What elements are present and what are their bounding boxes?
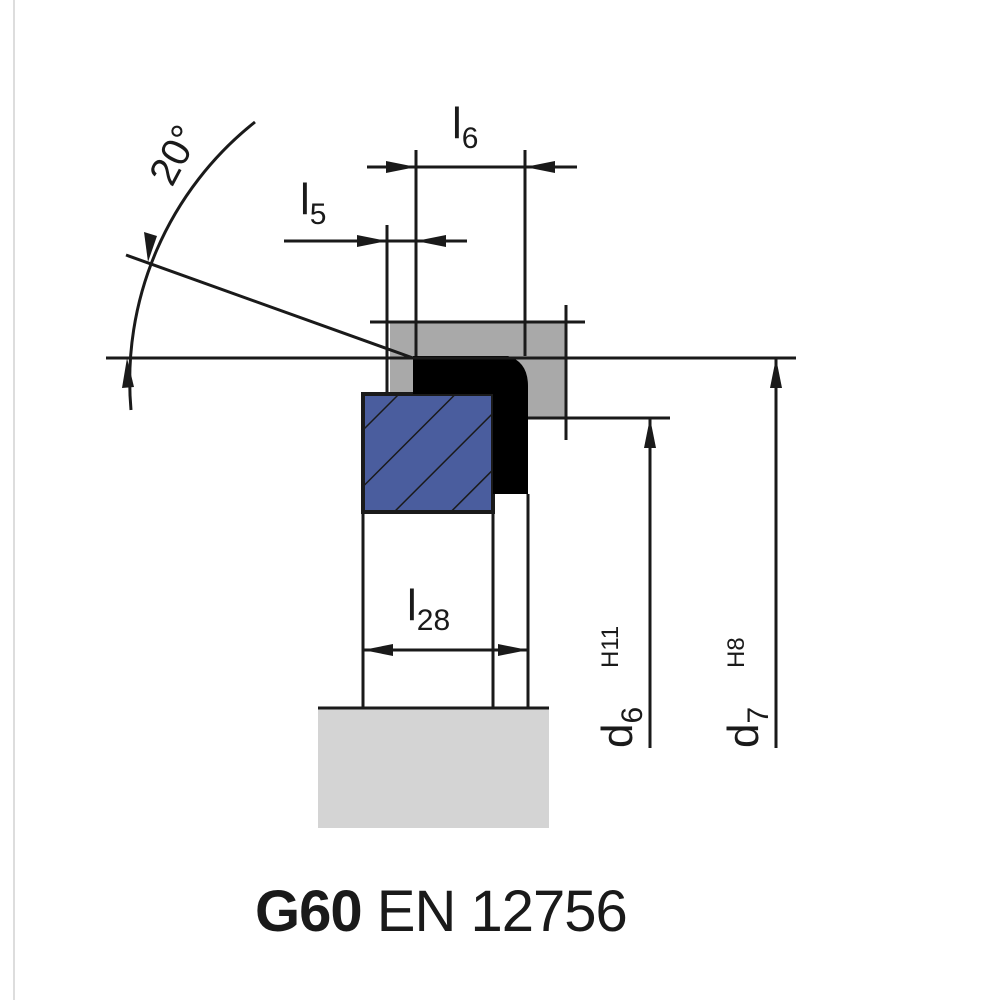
seal-ring-hatch (363, 394, 493, 512)
label-l5: l5 (300, 175, 326, 231)
standard-name: EN 12756 (376, 879, 628, 944)
arrowheads (122, 161, 782, 656)
label-l28: l28 (407, 581, 450, 637)
d6-arrow-up (644, 418, 656, 448)
l28-arrow-right (498, 644, 528, 656)
label-d7: d7 H8 (719, 637, 775, 748)
svg-text:d7: d7 (719, 707, 775, 748)
l28-arrow-left (363, 644, 393, 656)
shaft-block (318, 708, 549, 828)
l6-arrow-left (386, 161, 416, 173)
label-l6: l6 (452, 99, 478, 155)
seal-lip (413, 356, 528, 494)
model-name: G60 (255, 879, 363, 944)
drawing-caption: G60 EN 12756 (255, 878, 628, 945)
d7-arrow-up (770, 358, 782, 388)
label-d6: d6 H11 (593, 626, 649, 748)
l5-arrow-left (357, 235, 387, 247)
svg-text:d6: d6 (593, 707, 649, 748)
l6-arrow-right (525, 161, 555, 173)
angle-arrow-upper (144, 232, 157, 262)
tolerance-d7: H8 (723, 637, 750, 668)
tolerance-d6: H11 (597, 626, 624, 668)
l5-arrow-right (416, 235, 446, 247)
angle-arrow-lower (122, 358, 134, 388)
